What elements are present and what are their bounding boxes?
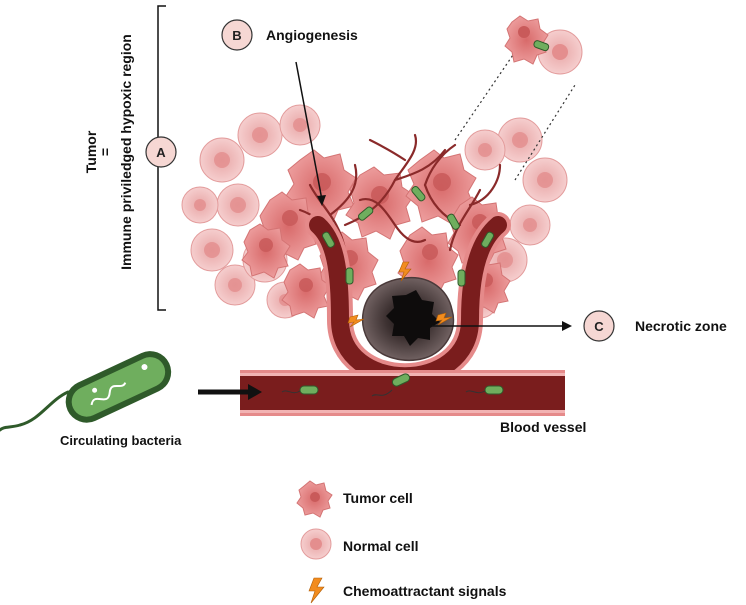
marker-c: C bbox=[583, 310, 615, 342]
immune-region-label: Immune priviledged hypoxic region bbox=[118, 34, 134, 270]
blood-vessel-label: Blood vessel bbox=[500, 419, 586, 435]
circulating-bacteria-label: Circulating bacteria bbox=[60, 433, 182, 448]
tumor-label: Tumor bbox=[83, 130, 99, 173]
angiogenesis-label: Angiogenesis bbox=[266, 27, 358, 43]
zoom-inset bbox=[454, 15, 583, 181]
marker-b: B bbox=[221, 19, 253, 51]
chemo-signals bbox=[347, 261, 453, 328]
necrotic-zone bbox=[361, 276, 455, 361]
legend-tumor-cell-icon bbox=[296, 480, 333, 518]
legend-chemo-label: Chemoattractant signals bbox=[343, 583, 507, 599]
svg-text:A: A bbox=[156, 145, 166, 160]
tumor-mass bbox=[181, 104, 568, 390]
necrotic-arrow bbox=[432, 321, 572, 331]
equals-label: = bbox=[97, 148, 113, 156]
necrotic-zone-label: Necrotic zone bbox=[635, 318, 727, 334]
vessel-bacteria bbox=[322, 186, 494, 287]
blood-vessel bbox=[240, 370, 565, 416]
legend-normal-cell-icon bbox=[300, 528, 332, 560]
circulating-bacterium bbox=[0, 351, 172, 432]
legend-tumor-cell-label: Tumor cell bbox=[343, 490, 413, 506]
legend-normal-cell-label: Normal cell bbox=[343, 538, 418, 554]
legend-chemo-icon bbox=[308, 577, 325, 604]
angiogenesis-arrow bbox=[295, 61, 326, 206]
marker-a: A bbox=[145, 136, 177, 168]
entry-arrow bbox=[198, 384, 262, 400]
legend: Tumor cell Normal cell Chemoattractant s… bbox=[296, 480, 507, 604]
svg-text:C: C bbox=[594, 319, 604, 334]
vessel-bacteria-row bbox=[299, 373, 504, 395]
svg-text:B: B bbox=[232, 28, 241, 43]
